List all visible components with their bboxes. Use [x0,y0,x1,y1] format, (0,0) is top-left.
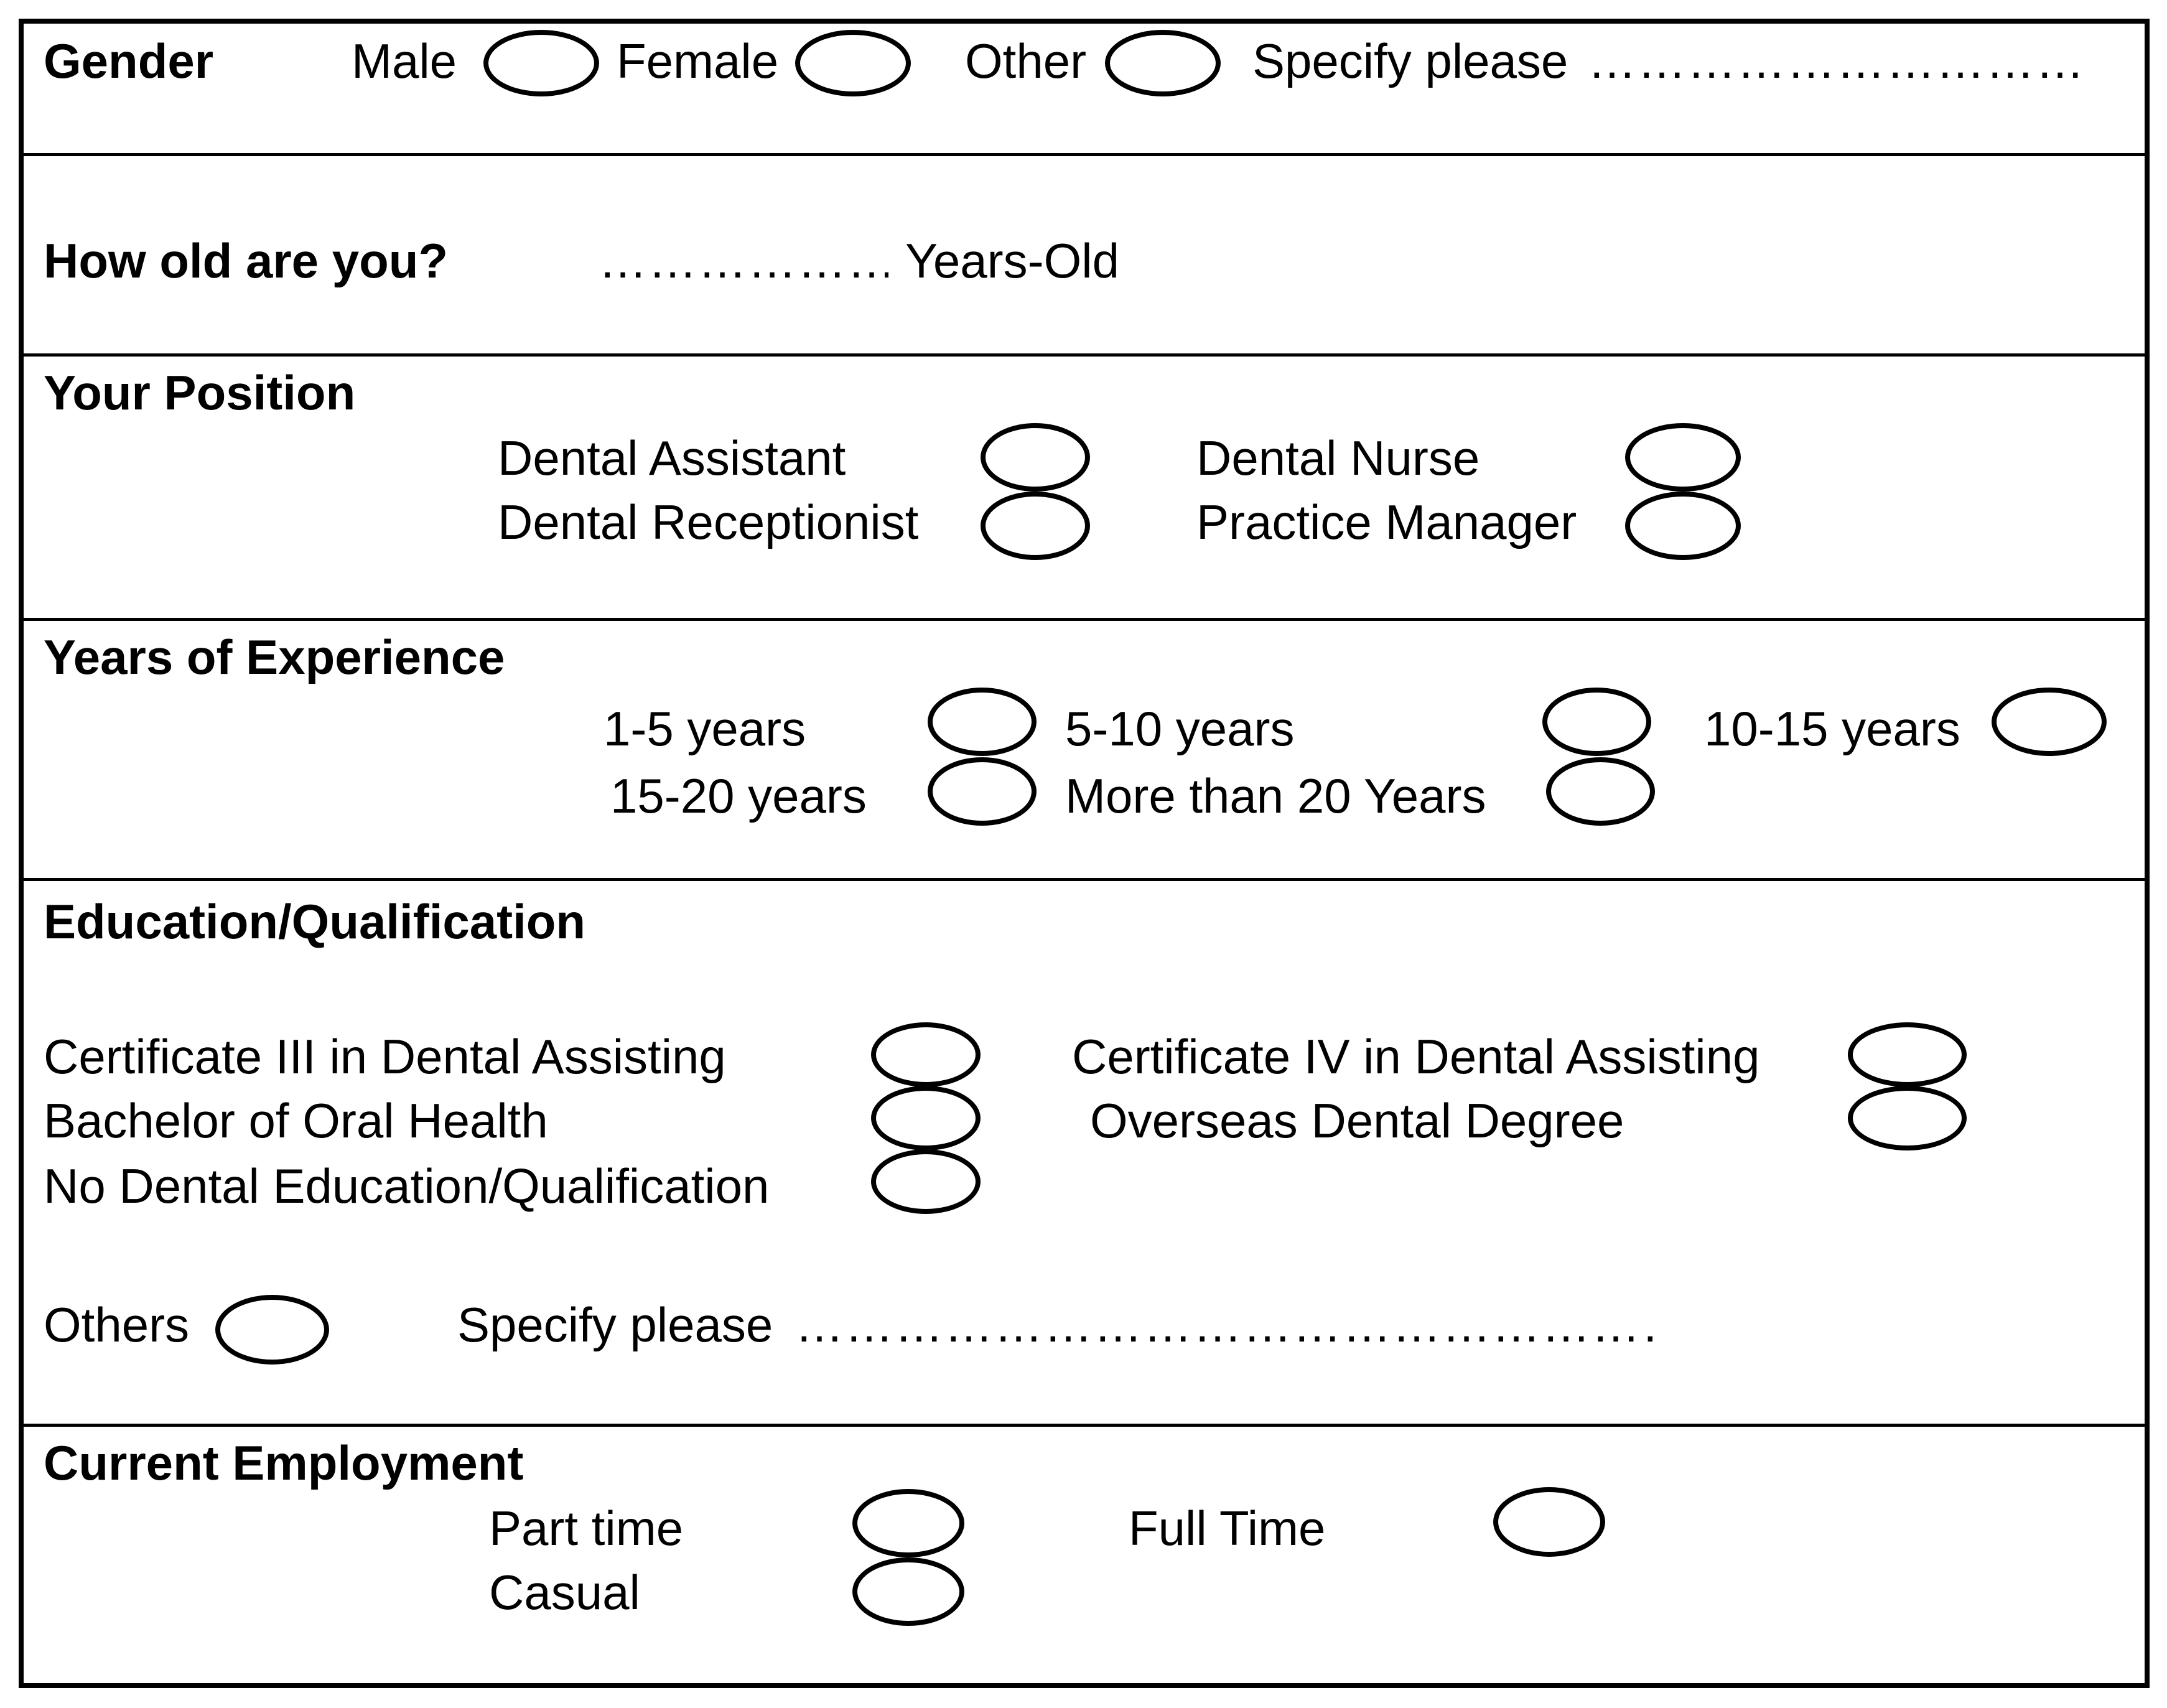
section-divider [24,618,2145,621]
gender-other-radio[interactable] [1105,30,1221,96]
experience-20plus-radio[interactable] [1546,757,1655,826]
section-divider [24,353,2145,357]
education-title: Education/Qualification [44,894,586,949]
position-dental-assistant-label: Dental Assistant [498,431,846,485]
education-specify-label: Specify please [457,1297,773,1352]
education-cert3-radio[interactable] [871,1022,981,1087]
position-dental-receptionist-label: Dental Receptionist [498,495,919,549]
employment-casual-radio[interactable] [852,1557,964,1626]
age-suffix-label: Years-Old [905,233,1119,288]
gender-specify-label: Specify please [1252,34,1568,88]
education-none-radio[interactable] [871,1149,981,1214]
experience-5-10-radio[interactable] [1542,688,1651,756]
education-specify-field[interactable]: …………………………………………………………………………………………………… [795,1299,1662,1351]
position-practice-manager-radio[interactable] [1625,492,1741,560]
experience-20plus-label: More than 20 Years [1065,768,1486,823]
gender-female-label: Female [617,34,779,88]
education-others-label: Others [44,1297,190,1352]
experience-10-15-label: 10-15 years [1704,701,1960,756]
position-title: Your Position [44,365,356,420]
gender-male-radio[interactable] [483,30,599,96]
education-cert4-radio[interactable] [1848,1022,1967,1087]
education-bachelor-label: Bachelor of Oral Health [44,1093,548,1148]
experience-15-20-radio[interactable] [928,757,1037,826]
experience-1-5-label: 1-5 years [603,701,806,756]
education-overseas-label: Overseas Dental Degree [1090,1093,1624,1148]
education-bachelor-radio[interactable] [871,1086,981,1150]
position-dental-nurse-radio[interactable] [1625,423,1741,492]
experience-10-15-radio[interactable] [1992,688,2107,756]
education-overseas-radio[interactable] [1848,1086,1967,1150]
experience-5-10-label: 5-10 years [1065,701,1295,756]
gender-other-label: Other [965,34,1087,88]
employment-full-time-label: Full Time [1129,1501,1326,1556]
position-dental-receptionist-radio[interactable] [981,492,1090,560]
education-none-label: No Dental Education/Qualification [44,1159,770,1213]
employment-part-time-label: Part time [489,1501,684,1556]
position-practice-manager-label: Practice Manager [1196,495,1577,549]
employment-casual-label: Casual [489,1565,640,1620]
age-field[interactable]: …………………………………… [599,235,888,287]
employment-full-time-radio[interactable] [1493,1487,1605,1557]
section-divider [24,1424,2145,1427]
section-divider [24,878,2145,881]
section-divider [24,153,2145,156]
experience-1-5-radio[interactable] [928,688,1037,756]
position-dental-nurse-label: Dental Nurse [1196,431,1480,485]
employment-title: Current Employment [44,1435,524,1490]
education-cert4-label: Certificate IV in Dental Assisting [1072,1029,1760,1084]
gender-title: Gender [44,34,214,88]
position-dental-assistant-radio[interactable] [981,423,1090,492]
employment-part-time-radio[interactable] [852,1489,964,1557]
gender-specify-field[interactable]: ……………………………………………………………… [1588,35,2079,87]
gender-female-radio[interactable] [795,30,911,96]
questionnaire-table: Gender Male Female Other Specify please … [19,19,2150,1688]
experience-15-20-label: 15-20 years [610,768,867,823]
experience-title: Years of Experience [44,630,505,684]
age-title: How old are you? [44,233,449,288]
education-cert3-label: Certificate III in Dental Assisting [44,1029,726,1084]
education-others-radio[interactable] [215,1295,329,1365]
gender-male-label: Male [352,34,457,88]
